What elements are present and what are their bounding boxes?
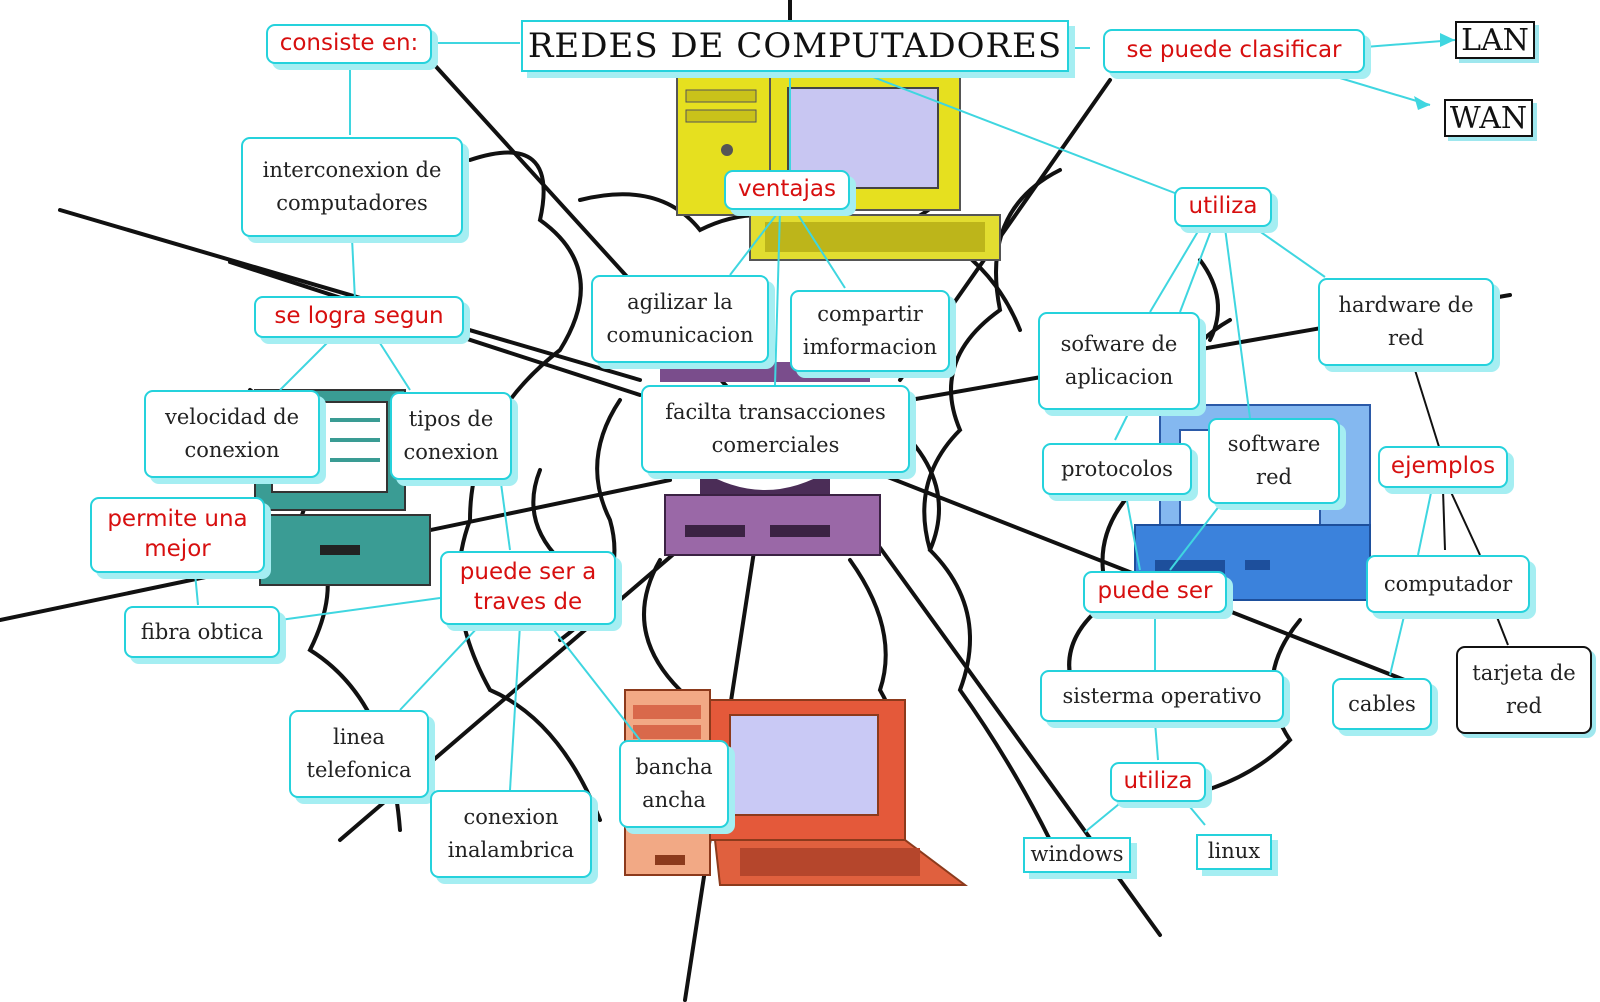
black-connectors (1414, 369, 1509, 646)
node-compartir: compartir imformacion (790, 290, 950, 372)
page-title: REDES DE COMPUTADORES (521, 20, 1069, 72)
node-linux: linux (1196, 834, 1272, 870)
node-computador: computador (1366, 555, 1530, 613)
node-cables: cables (1332, 678, 1432, 730)
node-interconexion: interconexion de computadores (241, 137, 463, 237)
node-software-red: software red (1208, 418, 1340, 504)
link-permite-una-mejor: permite una mejor (90, 497, 265, 573)
link-ventajas: ventajas (724, 170, 850, 210)
link-se-logra-segun: se logra segun (254, 296, 464, 338)
link-se-puede-clasificar: se puede clasificar (1103, 29, 1365, 73)
node-bancha-ancha: bancha ancha (619, 740, 729, 828)
node-tipos-conexion: tipos de conexion (390, 392, 512, 480)
connectors (194, 39, 1456, 833)
arrowheads (1414, 33, 1455, 110)
node-wan: WAN (1444, 99, 1533, 137)
link-consiste-en: consiste en: (266, 24, 432, 64)
link-utiliza-top: utiliza (1174, 187, 1272, 227)
node-tarjeta-red: tarjeta de red (1456, 646, 1592, 734)
node-agilizar: agilizar la comunicacion (591, 275, 769, 363)
node-hardware-red: hardware de red (1318, 278, 1494, 366)
link-ejemplos: ejemplos (1378, 446, 1508, 488)
node-facilita: facilta transacciones comerciales (641, 385, 910, 473)
link-puede-ser-a-traves-de: puede ser a traves de (440, 551, 616, 625)
node-protocolos: protocolos (1042, 443, 1192, 495)
yellow-computer-icon (676, 74, 1001, 261)
node-linea-telefonica: linea telefonica (289, 710, 429, 798)
node-windows: windows (1023, 837, 1131, 873)
node-sistema-operativo: sisterma operativo (1040, 670, 1284, 722)
node-conexion-inalambrica: conexion inalambrica (430, 790, 592, 878)
orange-computer-icon (624, 689, 968, 886)
node-lan: LAN (1455, 21, 1535, 59)
node-fibra-obtica: fibra obtica (124, 606, 280, 658)
node-velocidad-conexion: velocidad de conexion (144, 390, 320, 478)
link-utiliza-bottom: utiliza (1110, 762, 1206, 802)
node-sofware-aplicacion: sofware de aplicacion (1038, 312, 1200, 410)
link-puede-ser: puede ser (1083, 571, 1227, 613)
